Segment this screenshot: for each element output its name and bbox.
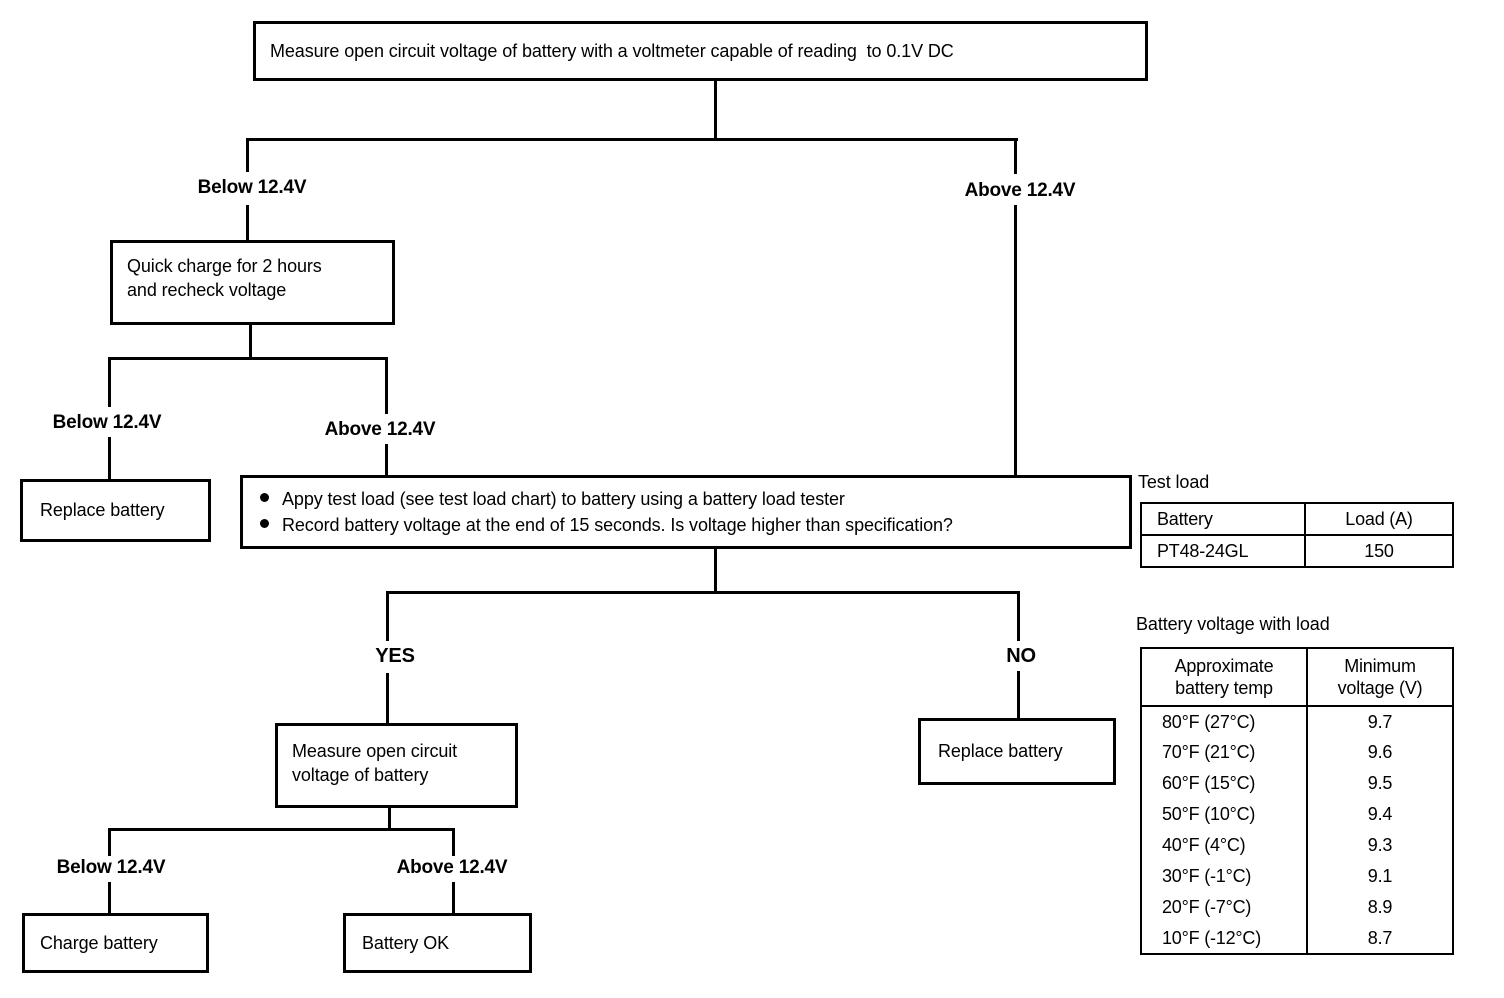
bv-voltage: 8.7 xyxy=(1306,923,1454,954)
bv-temp: 50°F (10°C) xyxy=(1140,799,1308,830)
connector-measure-down xyxy=(388,807,391,830)
bullet-icon xyxy=(260,492,269,502)
test-load-header-load: Load (A) xyxy=(1304,502,1454,536)
node-load-test: Appy test load (see test load chart) to … xyxy=(240,475,1132,549)
test-load-cell-load: 150 xyxy=(1304,534,1454,568)
node-replace-battery-no: Replace battery xyxy=(918,718,1116,785)
connector-split3-bar xyxy=(386,591,1020,594)
test-load-title: Test load xyxy=(1138,472,1210,492)
edge-label-below-12-4v-3: Below 12.4V xyxy=(56,857,166,878)
table-row: PT48-24GL 150 xyxy=(1140,534,1454,568)
table-row: 40°F (4°C) 9.3 xyxy=(1140,830,1454,861)
bv-voltage: 9.6 xyxy=(1306,737,1454,768)
bv-temp: 20°F (-7°C) xyxy=(1140,892,1308,923)
edge-label-no: NO xyxy=(1006,645,1036,667)
edge-label-yes: YES xyxy=(375,645,415,667)
bv-header-temp: Approximate battery temp xyxy=(1140,647,1308,707)
table-row: 70°F (21°C) 9.6 xyxy=(1140,737,1454,768)
table-row: 10°F (-12°C) 8.7 xyxy=(1140,923,1454,954)
table-row: 50°F (10°C) 9.4 xyxy=(1140,799,1454,830)
bv-temp: 80°F (27°C) xyxy=(1140,706,1308,737)
node-battery-ok: Battery OK xyxy=(343,913,532,973)
edge-label-above-12-4v-2: Above 12.4V xyxy=(324,419,436,440)
connector-no-b xyxy=(1017,671,1020,719)
connector-split2-left-a xyxy=(108,357,111,407)
edge-label-above-12-4v-3: Above 12.4V xyxy=(396,857,508,878)
table-row: 60°F (15°C) 9.5 xyxy=(1140,768,1454,799)
table-header-row: Battery Load (A) xyxy=(1140,502,1454,536)
connector-split2-right-a xyxy=(385,357,388,414)
connector-split1-right-b xyxy=(1014,205,1017,477)
connector-split2-bar xyxy=(108,357,388,360)
table-header-row: Approximate battery temp Minimum voltage… xyxy=(1140,647,1454,707)
edge-label-above-12-4v-1: Above 12.4V xyxy=(964,180,1076,201)
test-load-cell-battery: PT48-24GL xyxy=(1140,534,1306,568)
load-test-bullet-2-text: Record battery voltage at the end of 15 … xyxy=(282,515,953,536)
node-charge-battery: Charge battery xyxy=(22,913,209,973)
bv-voltage: 9.1 xyxy=(1306,861,1454,892)
test-load-header-battery: Battery xyxy=(1140,502,1306,536)
connector-split1-left-a xyxy=(246,138,249,172)
connector-yes-a xyxy=(386,591,389,641)
battery-voltage-table: Approximate battery temp Minimum voltage… xyxy=(1140,647,1454,955)
connector-split2-right-b xyxy=(385,444,388,477)
connector-split1-right-a xyxy=(1014,138,1017,174)
load-test-bullet-1: Appy test load (see test load chart) to … xyxy=(260,487,1119,511)
edge-label-below-12-4v-2: Below 12.4V xyxy=(52,412,162,433)
bullet-icon xyxy=(260,518,269,528)
battery-voltage-title: Battery voltage with load xyxy=(1136,614,1330,634)
connector-split1-left-b xyxy=(246,205,249,241)
bv-voltage: 9.5 xyxy=(1306,768,1454,799)
connector-start-down xyxy=(714,81,717,141)
connector-loadtest-down xyxy=(714,549,717,593)
bv-temp: 70°F (21°C) xyxy=(1140,737,1308,768)
load-test-bullet-1-text: Appy test load (see test load chart) to … xyxy=(282,489,845,509)
table-row: 30°F (-1°C) 9.1 xyxy=(1140,861,1454,892)
connector-yes-b xyxy=(386,673,389,724)
bv-header-voltage: Minimum voltage (V) xyxy=(1306,647,1454,707)
bv-voltage: 9.4 xyxy=(1306,799,1454,830)
node-quick-charge: Quick charge for 2 hours and recheck vol… xyxy=(110,240,395,325)
connector-no-a xyxy=(1017,591,1020,641)
node-start: Measure open circuit voltage of battery … xyxy=(253,21,1148,81)
bv-temp: 30°F (-1°C) xyxy=(1140,861,1308,892)
connector-split4-right-a xyxy=(452,828,455,856)
bv-voltage: 9.3 xyxy=(1306,830,1454,861)
node-measure-ocv: Measure open circuit voltage of battery xyxy=(275,723,518,808)
bv-temp: 10°F (-12°C) xyxy=(1140,923,1308,954)
bv-temp: 60°F (15°C) xyxy=(1140,768,1308,799)
connector-split4-left-a xyxy=(108,828,111,856)
connector-split2-left-b xyxy=(108,437,111,480)
test-load-table: Battery Load (A) PT48-24GL 150 xyxy=(1140,502,1454,568)
bv-temp: 40°F (4°C) xyxy=(1140,830,1308,861)
connector-split1-bar xyxy=(246,138,1018,141)
connector-split4-bar xyxy=(108,828,455,831)
bv-voltage: 9.7 xyxy=(1306,706,1454,737)
load-test-bullet-2: Record battery voltage at the end of 15 … xyxy=(260,513,1119,537)
bv-voltage: 8.9 xyxy=(1306,892,1454,923)
table-row: 80°F (27°C) 9.7 xyxy=(1140,706,1454,737)
table-row: 20°F (-7°C) 8.9 xyxy=(1140,892,1454,923)
node-replace-battery-left: Replace battery xyxy=(20,479,211,542)
connector-split4-right-b xyxy=(452,882,455,914)
edge-label-below-12-4v-1: Below 12.4V xyxy=(197,177,307,198)
connector-quick-down xyxy=(249,324,252,359)
connector-split4-left-b xyxy=(108,882,111,914)
